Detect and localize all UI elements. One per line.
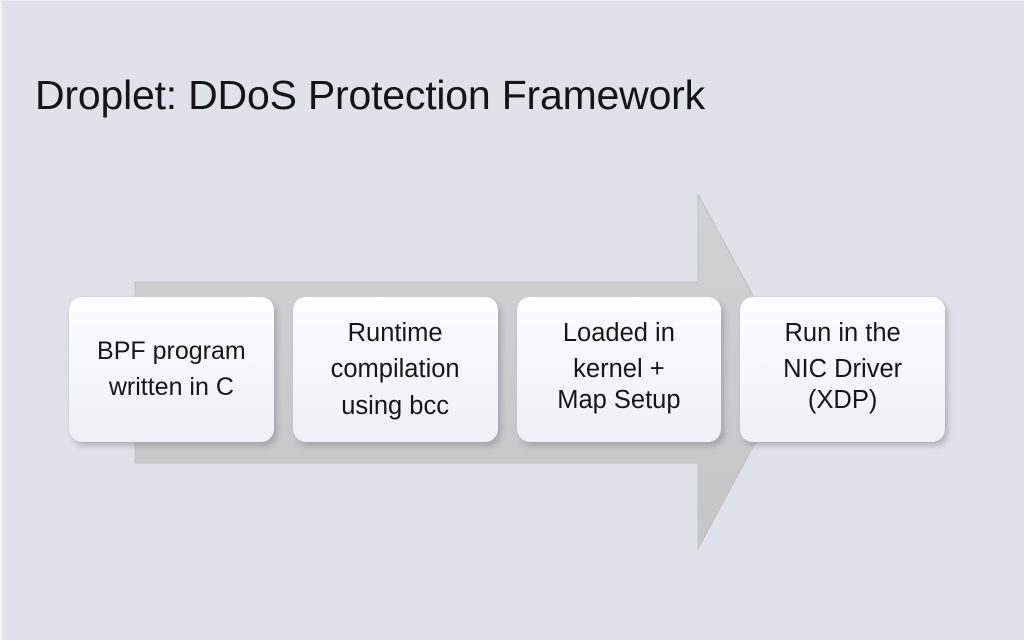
stage-label-primary: BPF program written in C [97, 337, 246, 401]
stage-box-loaded-in-kernel[interactable]: Loaded in kernel + Map Setup [516, 297, 722, 442]
stage-label-secondary: (XDP) [807, 385, 878, 414]
stage-box-runtime-compilation[interactable]: Runtime compilation using bcc [292, 297, 498, 442]
stage-label-primary: Run in the NIC Driver [783, 319, 903, 384]
page-title: Droplet: DDoS Protection Framework [35, 72, 705, 119]
stage-label-secondary: Map Setup [557, 385, 681, 414]
stage-box-run-in-nic-driver[interactable]: Run in the NIC Driver (XDP) [740, 297, 945, 442]
stage-box-bpf-program[interactable]: BPF program written in C [69, 297, 274, 442]
stage-label-primary: Loaded in kernel + [562, 319, 675, 384]
stage-label-primary: Runtime compilation using bcc [330, 319, 460, 420]
process-stage-row: BPF program written in C Runtime compila… [69, 297, 945, 442]
